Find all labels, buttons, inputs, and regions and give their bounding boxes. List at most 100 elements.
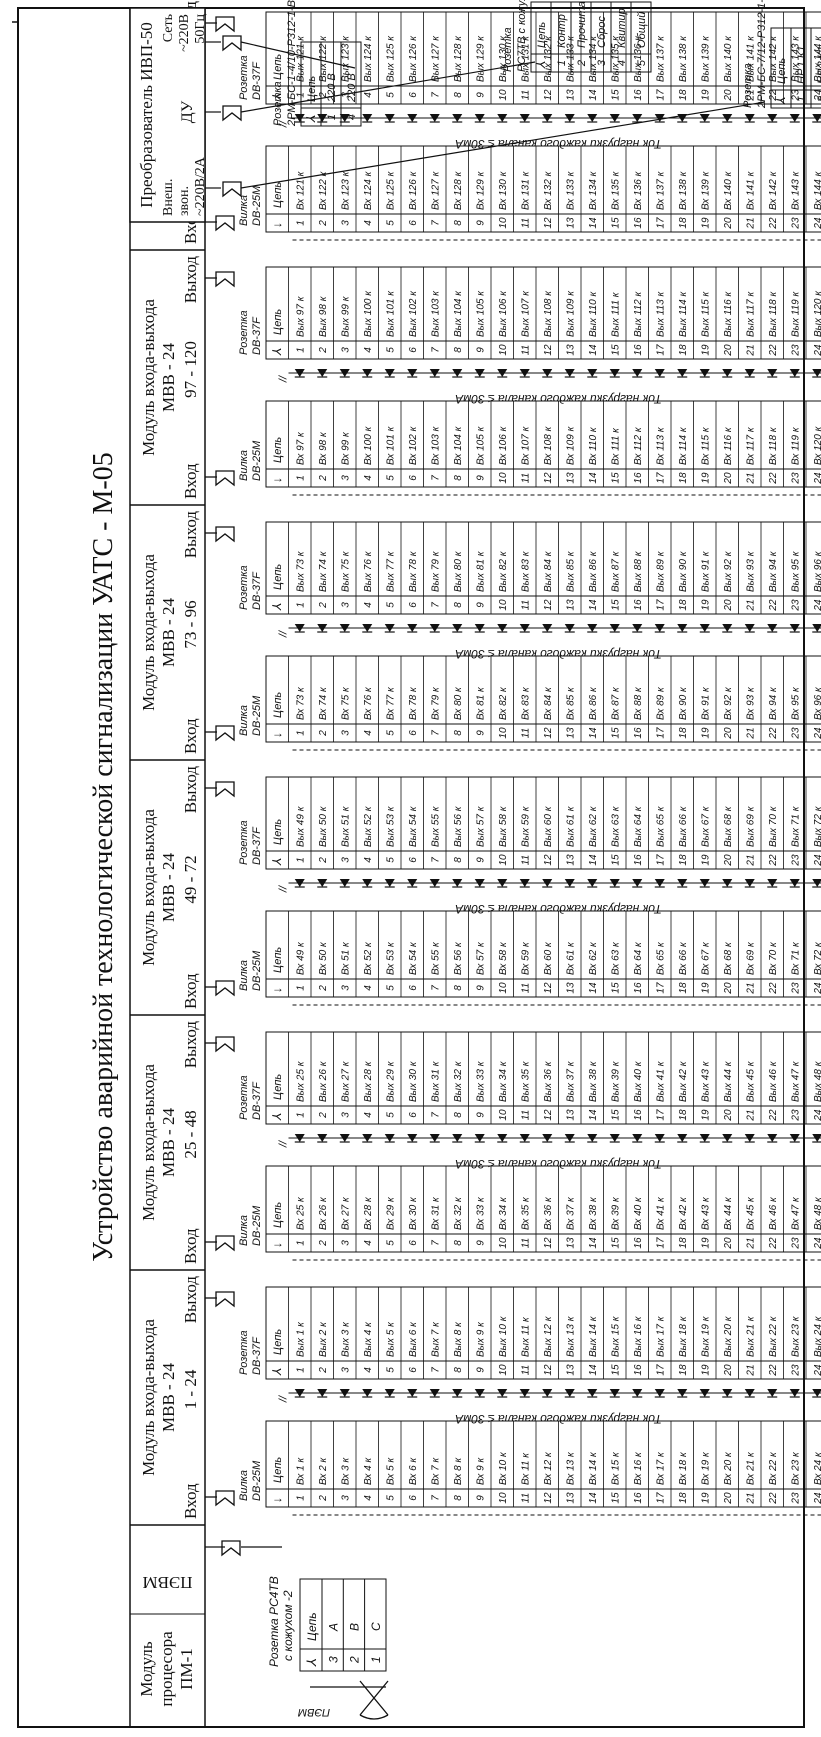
pin-number: 2 xyxy=(576,60,588,67)
out-pin-signal: Вых 143 к xyxy=(791,35,802,82)
diode-icon xyxy=(564,879,575,887)
out-pin-signal: Вых 74 к xyxy=(318,550,329,592)
diode-icon xyxy=(294,114,305,122)
out-pin-signal: Вых 59 к xyxy=(521,805,532,847)
in-pin-number: 17 xyxy=(656,982,667,994)
in-pin-signal: Вх 22 к xyxy=(768,1451,779,1485)
diode-icon xyxy=(452,1134,463,1142)
in-header-arrow-icon: ↓ xyxy=(270,477,284,483)
in-pin-number: 7 xyxy=(431,220,442,226)
in-pin-signal: Вх 103 к xyxy=(431,425,442,465)
in-pin-signal: Вх 61 к xyxy=(566,941,577,975)
out-pin-number: 8 xyxy=(453,602,464,608)
load-current-note: Ток нагрузки каждого канала ≤ 30мА xyxy=(455,392,662,406)
module-in-label: Вход xyxy=(181,973,200,1009)
pc-pin-signal: A xyxy=(326,1623,340,1632)
out-pin-number: 4 xyxy=(363,92,374,98)
out-pin-number: 21 xyxy=(746,344,757,356)
diode-icon xyxy=(317,624,328,632)
module-model: МВВ - 24 xyxy=(159,598,178,667)
out-pin-signal: Вых 50 к xyxy=(318,805,329,847)
pin-signal: 220 В xyxy=(326,73,338,103)
in-pin-number: 15 xyxy=(611,1492,622,1504)
in-pin-number: 12 xyxy=(543,982,554,994)
in-pin-signal: Вх 75 к xyxy=(341,686,352,720)
out-pin-signal: Вых 82 к xyxy=(498,550,509,592)
diode-icon xyxy=(587,1134,598,1142)
in-plug-icon xyxy=(215,215,235,232)
converter-header xyxy=(129,7,206,223)
out-pin-signal: Вых 42 к xyxy=(678,1060,689,1102)
in-pin-number: 11 xyxy=(521,473,532,483)
out-pin-signal: Вых 5 к xyxy=(386,1321,397,1357)
in-pin-number: 12 xyxy=(543,217,554,229)
diode-icon xyxy=(677,369,688,377)
in-pin-signal: Вх 105 к xyxy=(476,425,487,465)
diode-icon xyxy=(519,879,530,887)
in-pin-number: 10 xyxy=(498,1237,509,1249)
in-pin-signal: Вх 16 к xyxy=(633,1451,644,1485)
in-pin-number: 3 xyxy=(341,475,352,481)
in-pin-number: 21 xyxy=(746,727,757,739)
in-pin-number: 20 xyxy=(723,727,734,740)
out-pin-signal: Вых 24 к xyxy=(813,1315,821,1357)
out-pin-signal: Вых 23 к xyxy=(791,1315,802,1357)
diode-icon xyxy=(609,114,620,122)
in-pin-number: 19 xyxy=(701,727,712,739)
in-pin-signal: Вх 6 к xyxy=(408,1457,419,1485)
diode-icon xyxy=(384,369,395,377)
in-pin-signal: Вх 58 к xyxy=(498,941,509,975)
pin-header-icon: ⅄ xyxy=(304,115,318,123)
wire xyxy=(240,61,536,113)
out-pin-number: 16 xyxy=(633,599,644,611)
diode-icon xyxy=(699,879,710,887)
in-col-header: Цепь xyxy=(272,692,284,718)
out-pin-number: 1 xyxy=(296,347,307,353)
in-pin-signal: Вх 43 к xyxy=(701,1196,712,1230)
in-pin-number: 20 xyxy=(723,1237,734,1250)
out-pin-number: 11 xyxy=(521,855,532,865)
out-pin-number: 9 xyxy=(476,347,487,353)
out-pin-number: 11 xyxy=(521,1110,532,1120)
diode-icon xyxy=(812,879,821,887)
out-pin-signal: Вых 20 к xyxy=(723,1315,734,1357)
out-pin-number: 11 xyxy=(521,345,532,355)
diode-icon xyxy=(452,1389,463,1397)
diode-icon xyxy=(317,1134,328,1142)
out-col-header: Цепь xyxy=(272,54,284,80)
in-pin-signal: Вх 108 к xyxy=(543,425,554,465)
out-pin-number: 22 xyxy=(768,1109,779,1122)
diode-icon xyxy=(744,1389,755,1397)
diode-icon xyxy=(362,879,373,887)
out-pin-number: 2 xyxy=(318,92,329,99)
diode-icon xyxy=(542,114,553,122)
out-pin-number: 17 xyxy=(656,89,667,101)
out-connector-label: Розетка xyxy=(238,565,250,610)
load-current-note: Ток нагрузки каждого канала ≤ 30мА xyxy=(455,902,662,916)
out-pin-signal: Вых 52 к xyxy=(363,805,374,847)
out-pin-number: 9 xyxy=(476,602,487,608)
in-pin-signal: Вх 114 к xyxy=(678,426,689,465)
diode-icon xyxy=(542,624,553,632)
out-pin-signal: Вых 127 к xyxy=(431,35,442,82)
pin-number: 2 xyxy=(816,96,821,103)
in-plug-icon xyxy=(215,1490,235,1507)
out-pin-signal: Вых 123 к xyxy=(341,35,352,82)
in-pin-number: 6 xyxy=(408,1240,419,1246)
out-pin-signal: Вых 92 к xyxy=(723,550,734,592)
in-connector-label: Вилка xyxy=(238,450,250,481)
out-pin-signal: Вых 93 к xyxy=(746,550,757,592)
processor-title-line: Модуль xyxy=(137,1641,156,1697)
in-pin-number: 13 xyxy=(566,727,577,739)
diode-icon xyxy=(317,1389,328,1397)
in-pin-signal: Вх 31 к xyxy=(431,1196,442,1230)
out-pin-number: 22 xyxy=(768,1364,779,1377)
in-pin-signal: Вх 26 к xyxy=(318,1196,329,1230)
in-pin-number: 17 xyxy=(656,217,667,229)
diode-icon xyxy=(767,1389,778,1397)
in-pin-signal: Вх 88 к xyxy=(633,686,644,720)
out-pin-number: 20 xyxy=(723,599,734,612)
out-pin-number: 15 xyxy=(611,344,622,356)
in-connector-type: DB-25M xyxy=(251,695,263,736)
